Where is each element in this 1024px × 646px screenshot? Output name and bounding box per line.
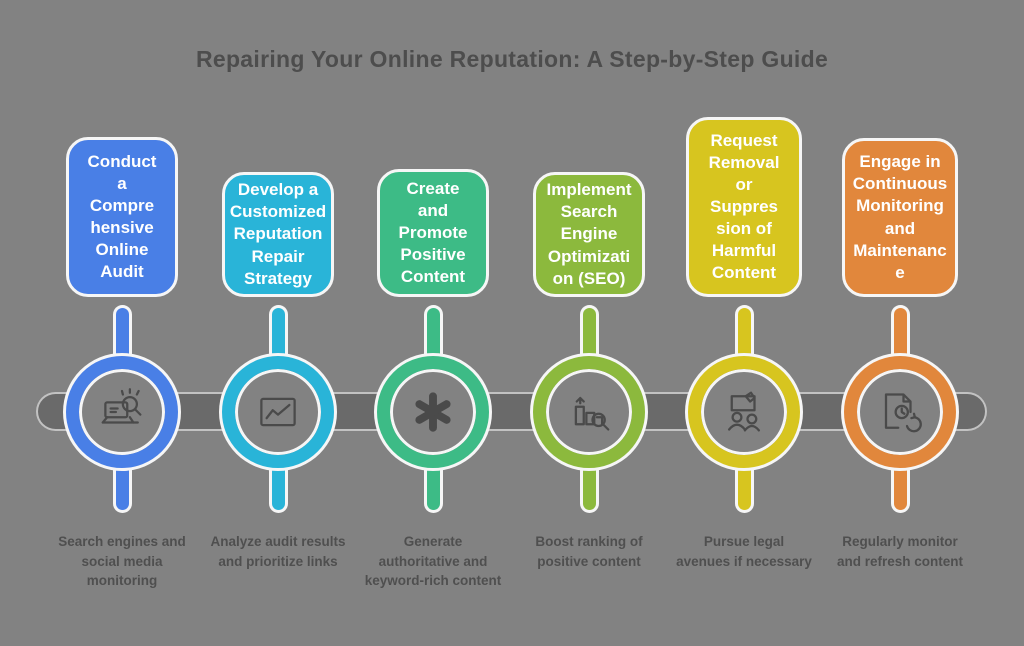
connector-stem-bottom [893,464,907,510]
step-caption: Generate authoritative and keyword-rich … [364,534,502,589]
step-2-title-box: Develop a Customized Reputation Repair S… [222,172,334,297]
step-1-circle [66,356,178,468]
step-3-title-box: Create and Promote Positive Content [377,169,489,297]
step-title: Request Removal or Suppres sion of Harmf… [708,130,780,283]
step-2-circle [222,356,334,468]
page-title: Repairing Your Online Reputation: A Step… [195,46,829,72]
timeline-bar [38,394,985,429]
connector-stem-bottom [426,464,440,510]
connector-stem-bottom [582,464,596,510]
connector-stem-bottom [737,464,751,510]
step-4-circle [533,356,645,468]
step-3-circle [377,356,489,468]
step-title: Engage in Continuous Monitoring and Main… [852,152,948,282]
step-title: Develop a Customized Reputation Repair S… [229,180,327,288]
connector-stem-top [893,308,907,362]
line-chart-icon [250,384,306,440]
connector-stem-top [737,308,751,362]
step-5-title-box: Request Removal or Suppres sion of Harmf… [686,117,802,297]
step-caption: Pursue legal avenues if necessary [676,534,812,569]
connector-stem-top [582,308,596,362]
seo-ranking-icon [561,384,617,440]
step-1-title-box: Conduct a Compre hensive Online Audit [66,137,178,297]
connector-stem-top [426,308,440,362]
step-4: Implement Search Engine Optimizati on (S… [499,0,679,646]
connector-stem-bottom [271,464,285,510]
laptop-search-icon [94,384,150,440]
step-caption: Regularly monitor and refresh content [836,534,964,569]
step-title: Conduct a Compre hensive Online Audit [87,151,157,282]
step-2: Develop a Customized Reputation Repair S… [188,0,368,646]
connector-stem-bottom [115,464,129,510]
step-caption: Boost ranking of positive content [535,534,643,569]
step-6: Engage in Continuous Monitoring and Main… [810,0,990,646]
step-title: Implement Search Engine Optimizati on (S… [546,180,632,288]
step-1: Conduct a Compre hensive Online Audit Se… [32,0,212,646]
step-5-circle [688,356,800,468]
step-5: Request Removal or Suppres sion of Harmf… [654,0,834,646]
connector-stem-top [115,308,129,362]
step-title: Create and Promote Positive Content [398,178,468,287]
step-6-circle [844,356,956,468]
step-4-title-box: Implement Search Engine Optimizati on (S… [533,172,645,297]
step-caption: Analyze audit results and prioritize lin… [210,534,346,569]
step-caption: Search engines and social media monitori… [58,534,186,589]
legal-team-icon [716,384,772,440]
step-6-title-box: Engage in Continuous Monitoring and Main… [842,138,958,297]
step-3: Create and Promote Positive Content Gene… [343,0,523,646]
asterisk-icon [405,384,461,440]
connector-stem-top [271,308,285,362]
document-refresh-icon [872,384,928,440]
